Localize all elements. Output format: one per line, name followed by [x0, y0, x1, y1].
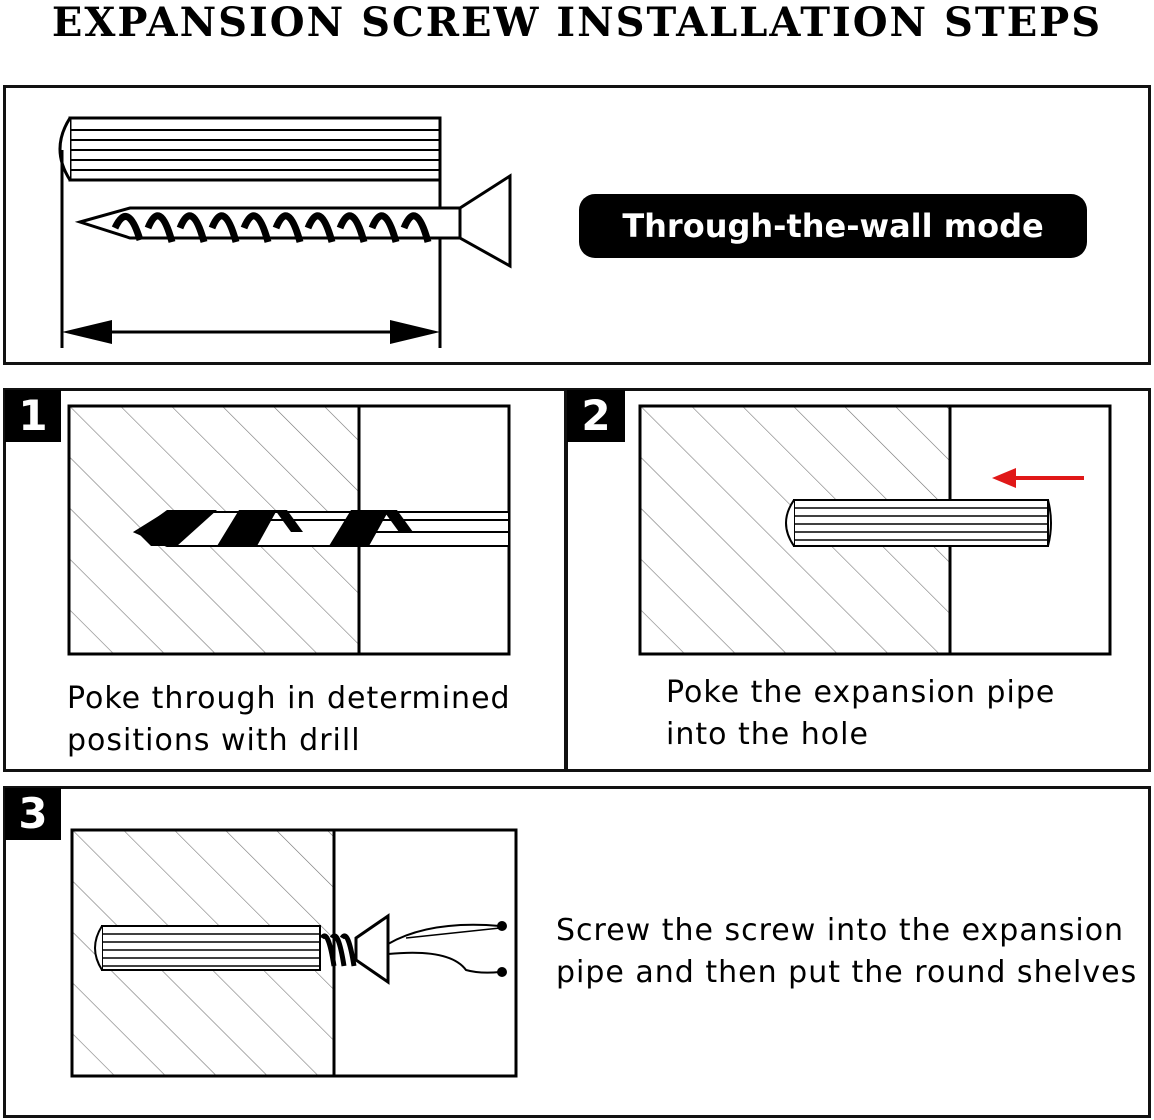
page-title: EXPANSION SCREW INSTALLATION STEPS: [51, 0, 1103, 46]
step-2-caption: Poke the expansion pipe into the hole: [666, 672, 1136, 756]
step-2-number: 2: [567, 390, 625, 442]
step-2-caption-line-2: into the hole: [666, 717, 869, 752]
screw-in-pipe-illustration: [70, 828, 518, 1078]
drill-wall-illustration: [67, 404, 511, 656]
step-3-caption-line-2: pipe and then put the round shelves: [556, 955, 1138, 990]
step-1-caption: Poke through in determined positions wit…: [67, 678, 547, 762]
through-the-wall-mode-badge: Through-the-wall mode: [579, 194, 1087, 258]
insert-pipe-illustration: [638, 404, 1112, 656]
step-1-number: 1: [5, 390, 61, 442]
step-1-caption-line-2: positions with drill: [67, 723, 361, 758]
step-1-caption-line-1: Poke through in determined: [67, 681, 511, 716]
step-3-caption-line-1: Screw the screw into the expansion: [556, 913, 1125, 948]
step-3-number: 3: [5, 788, 61, 840]
step-3-caption: Screw the screw into the expansion pipe …: [556, 910, 1146, 994]
screw-and-anchor-illustration: [58, 116, 512, 348]
step-2-caption-line-1: Poke the expansion pipe: [666, 675, 1056, 710]
